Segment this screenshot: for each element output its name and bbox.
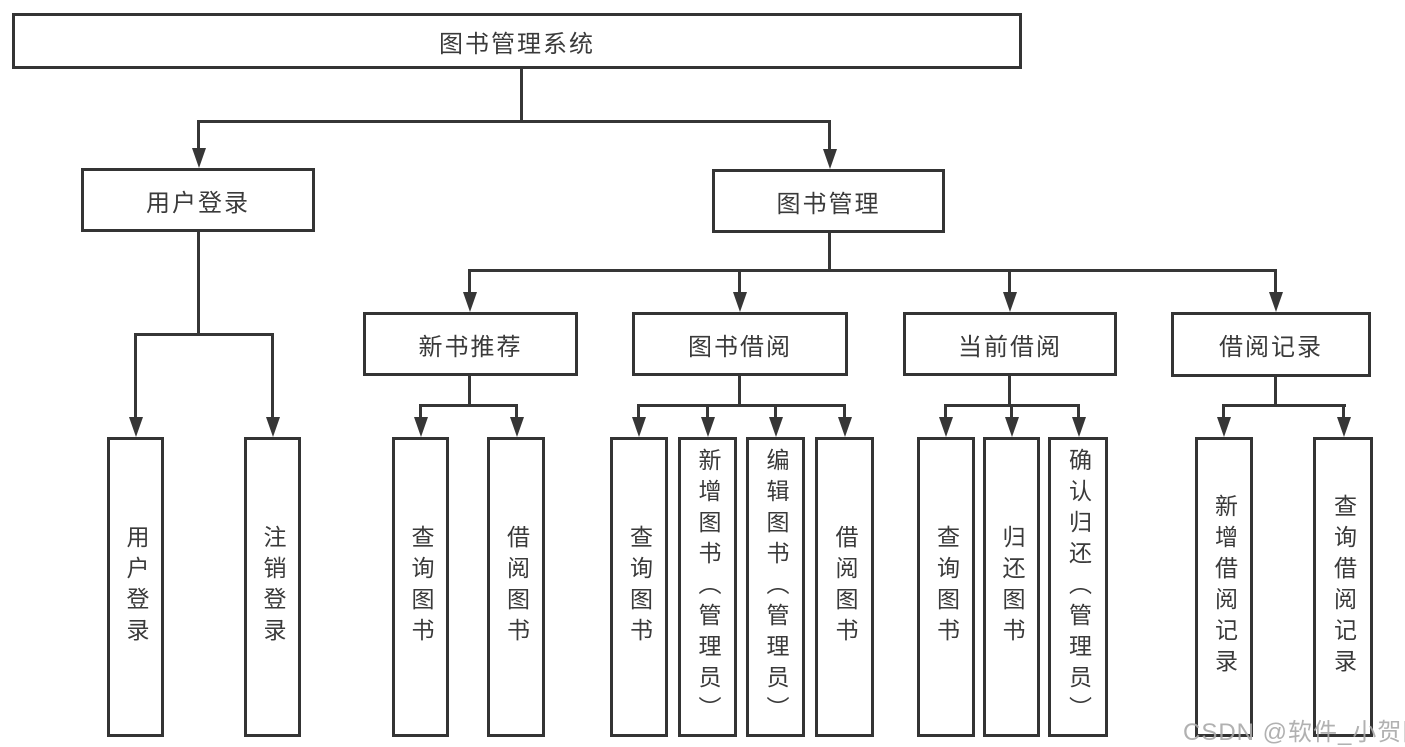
connector-line bbox=[944, 404, 947, 419]
arrowhead-icon bbox=[510, 417, 524, 437]
connector-line bbox=[1077, 404, 1080, 419]
connector-line bbox=[520, 67, 523, 122]
leaf-edit-books-admin: 编辑图书（管理员） bbox=[746, 437, 805, 737]
arrowhead-icon bbox=[769, 417, 783, 437]
connector-line bbox=[134, 333, 274, 336]
leaf-logout: 注销登录 bbox=[244, 437, 301, 737]
leaf-query-books-borrowing: 查询图书 bbox=[610, 437, 668, 737]
leaf-query-books-recommend: 查询图书 bbox=[392, 437, 449, 737]
node-new-book-recommend: 新书推荐 bbox=[363, 312, 578, 376]
arrowhead-icon bbox=[701, 417, 715, 437]
connector-line bbox=[1008, 374, 1011, 407]
node-borrowing-records: 借阅记录 bbox=[1171, 312, 1371, 377]
arrowhead-icon bbox=[129, 417, 143, 437]
connector-line bbox=[134, 333, 137, 419]
arrowhead-icon bbox=[1337, 417, 1351, 437]
arrowhead-icon bbox=[463, 292, 477, 312]
connector-line bbox=[1222, 404, 1346, 407]
arrowhead-icon bbox=[1003, 292, 1017, 312]
leaf-query-borrow-record: 查询借阅记录 bbox=[1313, 437, 1373, 737]
arrowhead-icon bbox=[939, 417, 953, 437]
connector-line bbox=[197, 230, 200, 336]
connector-line bbox=[197, 120, 200, 150]
connector-line bbox=[468, 269, 1277, 272]
connector-line bbox=[1010, 404, 1013, 419]
leaf-return-books: 归还图书 bbox=[983, 437, 1040, 737]
connector-line bbox=[843, 404, 846, 419]
arrowhead-icon bbox=[1072, 417, 1086, 437]
connector-line bbox=[637, 404, 846, 407]
connector-line bbox=[197, 120, 831, 123]
arrowhead-icon bbox=[266, 417, 280, 437]
connector-line bbox=[637, 404, 640, 419]
arrowhead-icon bbox=[632, 417, 646, 437]
node-book-management: 图书管理 bbox=[712, 169, 945, 233]
connector-line bbox=[1274, 269, 1277, 293]
connector-line bbox=[468, 374, 471, 407]
arrowhead-icon bbox=[1269, 292, 1283, 312]
connector-line bbox=[774, 404, 777, 419]
leaf-query-books-current: 查询图书 bbox=[917, 437, 975, 737]
connector-line bbox=[706, 404, 709, 419]
connector-line bbox=[468, 269, 471, 293]
leaf-add-books-admin: 新增图书（管理员） bbox=[678, 437, 737, 737]
csdn-watermark: CSDN @软件_小贺同学 bbox=[1183, 719, 1405, 746]
leaf-borrow-books-recommend: 借阅图书 bbox=[487, 437, 545, 737]
connector-line bbox=[738, 374, 741, 407]
arrowhead-icon bbox=[823, 149, 837, 169]
leaf-borrow-books-borrowing: 借阅图书 bbox=[815, 437, 874, 737]
connector-line bbox=[828, 231, 831, 272]
node-user-login: 用户登录 bbox=[81, 168, 315, 232]
node-library-management-system: 图书管理系统 bbox=[12, 13, 1022, 69]
leaf-confirm-return-admin: 确认归还（管理员） bbox=[1048, 437, 1108, 737]
connector-line bbox=[419, 404, 422, 419]
connector-line bbox=[1008, 269, 1011, 293]
connector-line bbox=[1222, 404, 1225, 419]
connector-line bbox=[419, 404, 518, 407]
connector-line bbox=[515, 404, 518, 419]
connector-line bbox=[738, 269, 741, 293]
connector-line bbox=[1342, 404, 1345, 419]
arrowhead-icon bbox=[1217, 417, 1231, 437]
connector-line bbox=[828, 120, 831, 150]
arrowhead-icon bbox=[838, 417, 852, 437]
arrowhead-icon bbox=[414, 417, 428, 437]
node-current-borrowing: 当前借阅 bbox=[903, 312, 1117, 376]
leaf-user-login: 用户登录 bbox=[107, 437, 164, 737]
arrowhead-icon bbox=[192, 148, 206, 168]
connector-line bbox=[271, 333, 274, 419]
arrowhead-icon bbox=[733, 292, 747, 312]
leaf-add-borrow-record: 新增借阅记录 bbox=[1195, 437, 1253, 737]
node-book-borrowing: 图书借阅 bbox=[632, 312, 848, 376]
connector-line bbox=[1274, 374, 1277, 407]
arrowhead-icon bbox=[1005, 417, 1019, 437]
